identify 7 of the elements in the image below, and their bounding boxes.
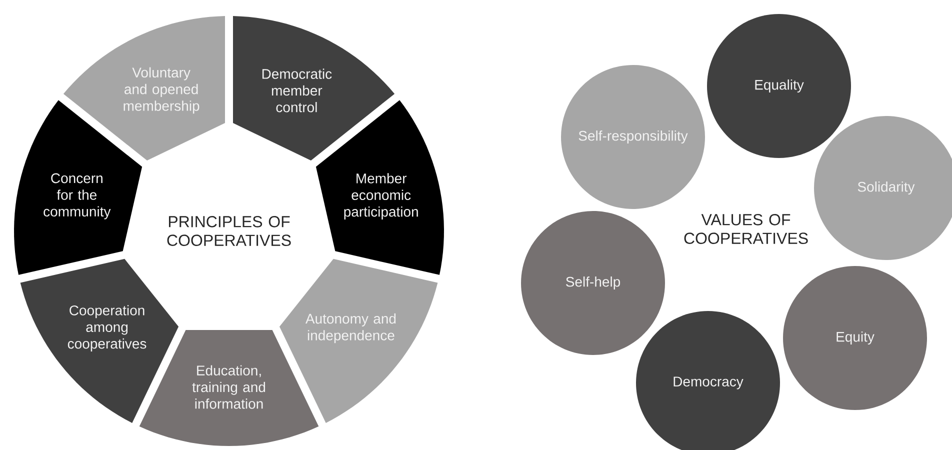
- ring-segment: Member economic participation: [316, 100, 444, 275]
- ring-segment: Cooperation among cooperatives: [20, 258, 179, 423]
- ring-segment: Autonomy and independence: [279, 258, 438, 423]
- ring-segment: Democratic member control: [233, 16, 395, 161]
- ring-segment: Voluntary and opened membership: [63, 16, 225, 161]
- center-heading: VALUES OF COOPERATIVES: [684, 214, 808, 244]
- center-heading: PRINCIPLES OF COOPERATIVES: [167, 216, 291, 246]
